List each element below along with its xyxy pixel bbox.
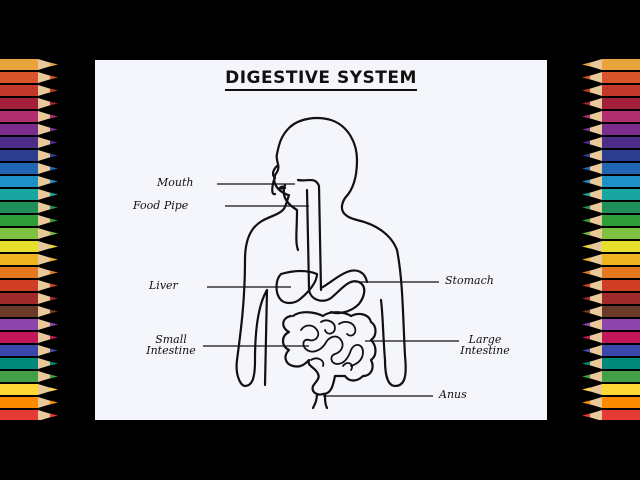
pencil (0, 150, 58, 161)
label-small-intestine-line1: Small (155, 333, 187, 346)
pencil (582, 85, 640, 96)
pencil (582, 202, 640, 213)
diagram-title: DIGESTIVE SYSTEM (95, 68, 547, 91)
pencil (0, 384, 58, 395)
pencil (582, 215, 640, 226)
pencil (582, 150, 640, 161)
pencil (0, 293, 58, 304)
pencil (582, 332, 640, 343)
label-large-intestine: Large Intestine (453, 334, 517, 356)
pencil (0, 228, 58, 239)
pencil (582, 410, 640, 420)
pencil (582, 397, 640, 408)
drawing-paper: DIGESTIVE SYSTEM Mouth (95, 60, 547, 420)
label-stomach: Stomach (445, 274, 494, 287)
pencil (0, 319, 58, 330)
pencil (582, 98, 640, 109)
label-liver: Liver (149, 279, 178, 292)
pencil (0, 59, 58, 70)
pencil (582, 59, 640, 70)
pencil (582, 384, 640, 395)
pencil (0, 371, 58, 382)
pencil (582, 267, 640, 278)
pencil (582, 228, 640, 239)
body-outline (235, 117, 407, 388)
pencil (0, 345, 58, 356)
label-food-pipe: Food Pipe (133, 199, 189, 212)
pencil (0, 410, 58, 420)
label-small-intestine-line2: Intestine (146, 344, 196, 357)
pencil (0, 202, 58, 213)
pencil (582, 72, 640, 83)
pencil (0, 397, 58, 408)
pencil (0, 280, 58, 291)
pencil (582, 241, 640, 252)
pencil (582, 280, 640, 291)
pencil (0, 241, 58, 252)
pencil (0, 72, 58, 83)
pencil (0, 358, 58, 369)
pencil (582, 254, 640, 265)
pencil (582, 189, 640, 200)
colored-pencils-left (0, 58, 62, 420)
pencil (582, 163, 640, 174)
label-large-intestine-line2: Intestine (460, 344, 510, 357)
pencil (0, 111, 58, 122)
pencil (0, 163, 58, 174)
pencil (0, 176, 58, 187)
label-mouth: Mouth (157, 176, 194, 189)
body-outline-drawing (203, 117, 459, 410)
pencil (0, 267, 58, 278)
pencil (0, 215, 58, 226)
pencil (0, 332, 58, 343)
colored-pencils-right (578, 58, 640, 420)
pencil (582, 358, 640, 369)
liver-outline (275, 269, 319, 305)
pencil (582, 137, 640, 148)
pencil (582, 111, 640, 122)
pencil (582, 319, 640, 330)
pencil (582, 124, 640, 135)
pencil (582, 371, 640, 382)
label-large-intestine-line1: Large (468, 333, 502, 346)
pencil (0, 189, 58, 200)
small-intestine-outline (300, 319, 364, 371)
pencil (0, 98, 58, 109)
label-small-intestine: Small Intestine (139, 334, 203, 356)
pencil (582, 293, 640, 304)
pencil (0, 137, 58, 148)
pencil (582, 176, 640, 187)
pencil (582, 345, 640, 356)
pencil (0, 85, 58, 96)
label-anus: Anus (439, 388, 467, 401)
pencil (0, 306, 58, 317)
large-intestine-outline (281, 311, 377, 396)
pencil (0, 254, 58, 265)
pencil (0, 124, 58, 135)
pencil (582, 306, 640, 317)
